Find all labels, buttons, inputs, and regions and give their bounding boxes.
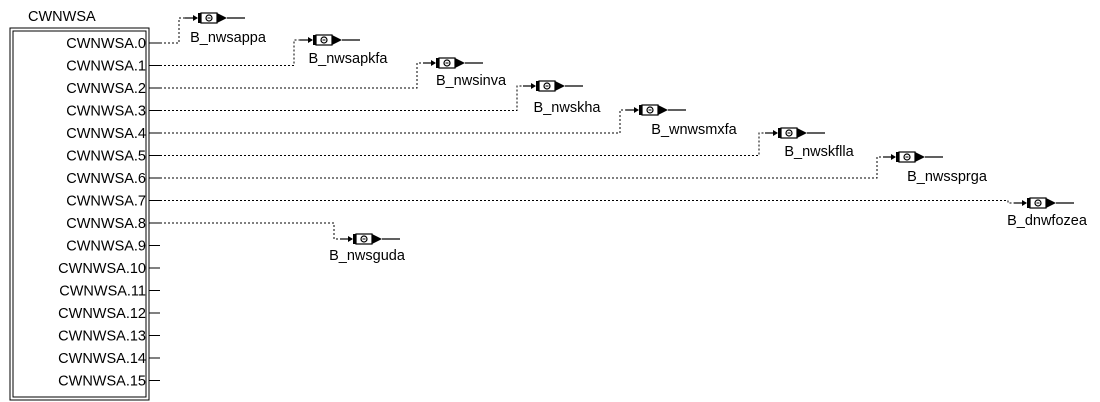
block-outer-border [9,27,150,401]
output-signal[interactable]: B_nwskflla [765,127,855,160]
pin-label: CWNWSA.2 [66,81,146,97]
output-signal[interactable]: B_nwsapkfa [300,34,389,67]
arrow-out-icon [217,13,227,23]
arrow-out-icon [372,234,382,244]
pin-label: CWNWSA.12 [58,306,146,322]
block-title: CWNWSA [28,9,96,25]
pin-label: CWNWSA.9 [66,239,146,255]
pin-label: CWNWSA.13 [58,329,146,345]
pin-label: CWNWSA.6 [66,171,146,187]
connection-wire [160,222,340,240]
arrow-in-icon [891,154,896,160]
pin-label: CWNWSA.7 [66,194,146,210]
connection-wire [160,85,523,111]
arrow-out-icon [915,152,925,162]
pin-label: CWNWSA.4 [66,126,146,142]
arrow-in-icon [348,236,353,242]
output-label: B_nwskflla [784,144,854,160]
connection-wire [160,62,423,89]
output-signal[interactable]: B_nwsinva [423,57,507,89]
output-label: B_dnwfozea [1007,213,1088,229]
arrow-in-icon [634,107,639,113]
output-label: B_nwssprga [907,169,988,185]
connection-wire [160,156,883,179]
connection-wire [160,200,1014,204]
pin-label: CWNWSA.3 [66,104,146,120]
pin-label: CWNWSA.10 [58,261,146,277]
output-signal[interactable]: B_nwskha [523,80,602,116]
arrow-in-icon [308,37,313,43]
output-signals: B_nwsappaB_nwsapkfaB_nwsinvaB_nwskhaB_wn… [185,12,1088,264]
pin-label: CWNWSA.15 [58,374,146,390]
arrow-out-icon [332,35,342,45]
block-pins: CWNWSA.0CWNWSA.1CWNWSA.2CWNWSA.3CWNWSA.4… [58,36,160,390]
output-label: B_nwsappa [190,30,267,46]
pin-label: CWNWSA.14 [58,351,146,367]
block-inner-border [12,30,147,398]
arrow-in-icon [1022,200,1027,206]
arrow-in-icon [531,83,536,89]
pin-label: CWNWSA.0 [66,36,146,52]
output-label: B_nwsinva [436,73,507,89]
connection-wire [160,132,765,156]
output-label: B_wnwsmxfa [651,122,737,138]
pin-label: CWNWSA.8 [66,216,146,232]
output-signal[interactable]: B_nwsappa [185,12,267,46]
arrow-out-icon [797,128,807,138]
arrow-in-icon [431,60,436,66]
output-label: B_nwsguda [329,248,406,264]
connection-wire [160,17,185,44]
pin-label: CWNWSA.11 [59,284,146,300]
pin-label: CWNWSA.1 [66,59,146,75]
arrow-out-icon [555,81,565,91]
connection-wires [160,17,1014,240]
arrow-in-icon [773,130,778,136]
arrow-out-icon [658,105,668,115]
arrow-out-icon [455,58,465,68]
output-signal[interactable]: B_wnwsmxfa [626,104,738,138]
output-signal[interactable]: B_nwssprga [883,151,988,185]
output-signal[interactable]: B_nwsguda [329,233,406,264]
arrow-out-icon [1046,198,1056,208]
output-signal[interactable]: B_dnwfozea [1007,197,1088,229]
connection-wire [160,109,626,134]
output-label: B_nwsapkfa [309,51,389,67]
pin-label: CWNWSA.5 [66,149,146,165]
output-label: B_nwskha [534,100,602,116]
arrow-in-icon [193,15,198,21]
